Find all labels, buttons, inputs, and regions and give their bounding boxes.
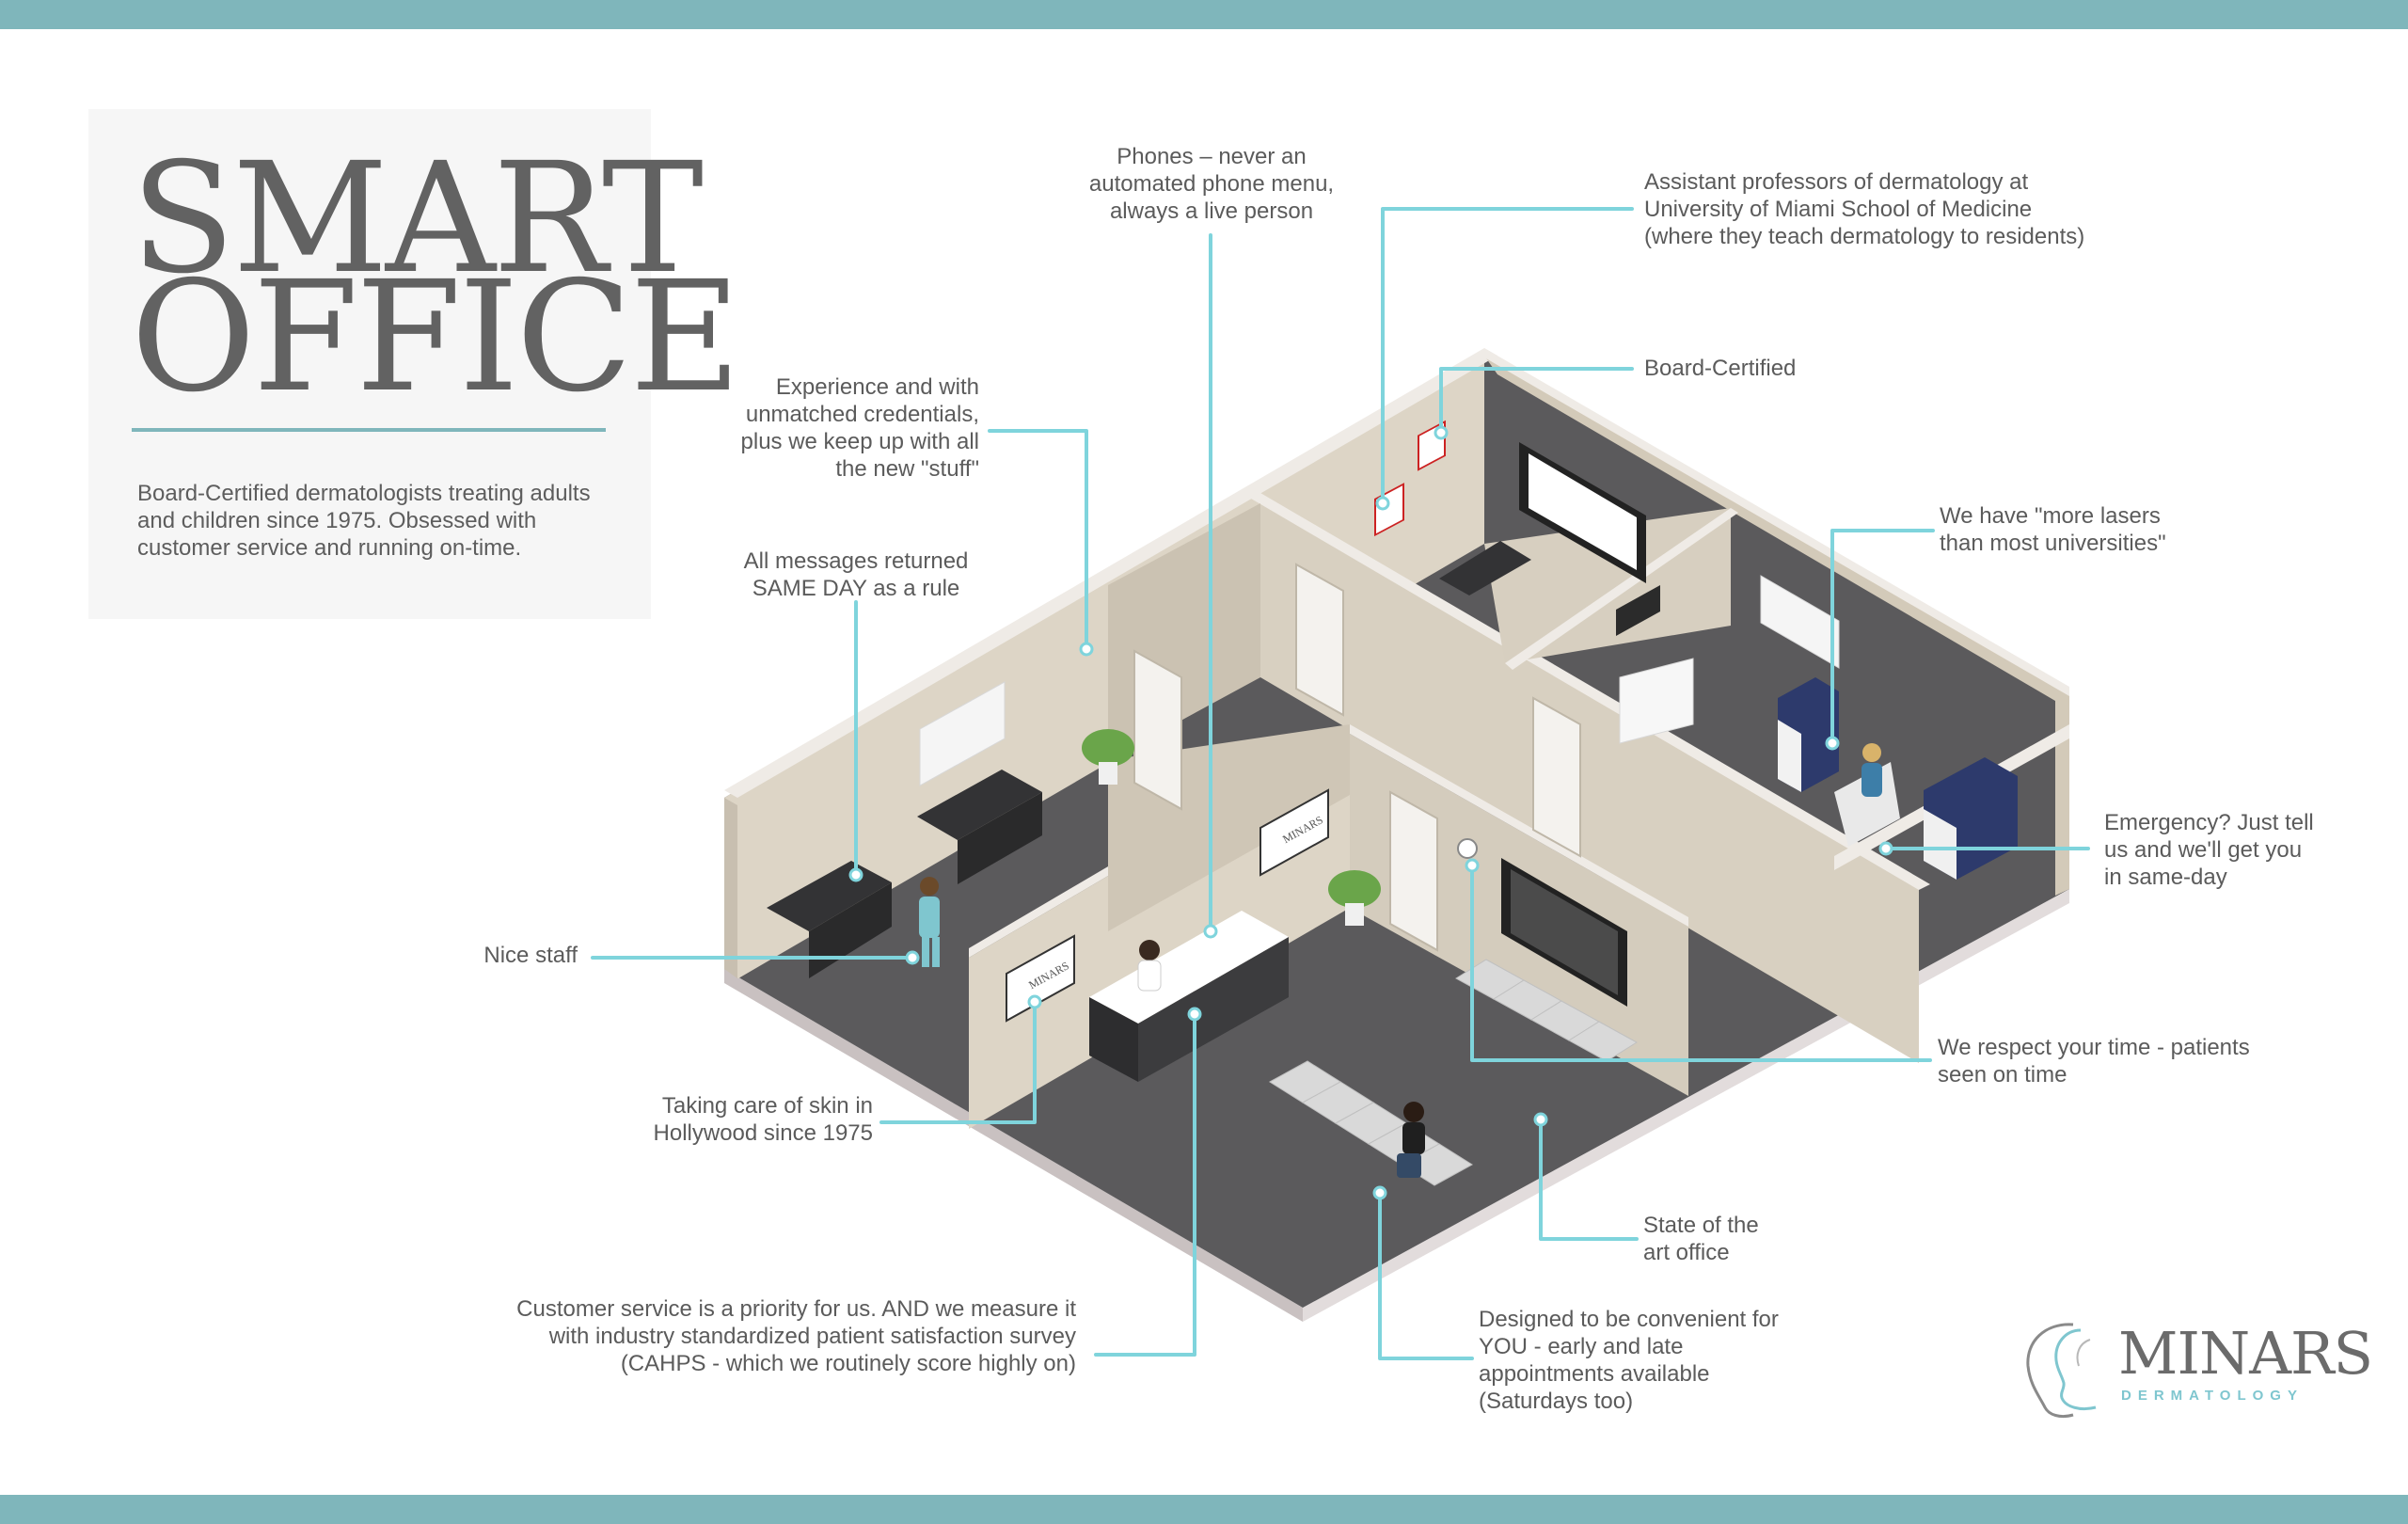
leader-customer-service (1094, 1012, 1196, 1357)
door-staff (1133, 649, 1182, 811)
plant-2 (1328, 870, 1381, 908)
tv-screen-inner (1511, 869, 1618, 995)
title-divider (132, 428, 606, 432)
bottom-band (0, 1495, 2408, 1524)
partition-wall-exam (1260, 503, 1919, 1063)
top-band (0, 0, 2408, 29)
title-card: SMART OFFICE Board-Certified dermatologi… (88, 109, 741, 619)
exam-window (1616, 585, 1660, 636)
marker-messages (848, 867, 863, 882)
title-description: Board-Certified dermatologists treating … (137, 481, 591, 561)
leader-state-of-art (1539, 1118, 1639, 1241)
partition-wall-office2 (1505, 508, 1738, 670)
wall-sign-lobby (1006, 934, 1075, 1023)
floor-slab-left-edge (724, 969, 1303, 1322)
wall-sign-waiting (1259, 788, 1329, 877)
waiting-patient (1397, 1102, 1425, 1178)
door-lobby (1389, 790, 1438, 952)
callout-board-certified: Board-Certified (1644, 356, 1797, 381)
exam-chair (1834, 762, 1900, 847)
leader-board-certified (1439, 367, 1634, 435)
partition-wall-exam-top (1251, 493, 1930, 890)
plant-1-pot (1099, 762, 1117, 785)
back-wall-right-top (1484, 348, 2069, 696)
logo-subtitle: DERMATOLOGY (2121, 1388, 2304, 1404)
waiting-chairs-right (1455, 959, 1638, 1062)
marker-experience (1079, 642, 1094, 657)
leader-respect-time (1470, 864, 1932, 1062)
marker-emergency (1878, 841, 1893, 856)
marker-convenient (1372, 1185, 1387, 1200)
back-wall-left (724, 356, 1484, 978)
logo-wordmark: MINARS (2118, 1319, 2373, 1388)
shelf-1 (919, 681, 1006, 786)
leader-lasers (1830, 529, 1935, 745)
receptionist (1137, 940, 1162, 992)
back-wall-left-top (724, 348, 1497, 798)
laser-machine-front (1778, 720, 1801, 792)
staff-desk-2-side (958, 792, 1042, 884)
marker-phones (1203, 924, 1218, 939)
leader-convenient (1378, 1191, 1474, 1360)
plant-2-pot (1345, 903, 1364, 926)
face-profile-icon (2026, 1323, 2097, 1419)
marker-hollywood (1027, 994, 1042, 1009)
office-desk (1439, 541, 1531, 595)
door-exam (1532, 696, 1581, 858)
marker-nice-staff (905, 950, 920, 965)
staff-desk-1-side (809, 882, 892, 978)
marker-professors (1375, 496, 1390, 511)
exam-patient (1861, 743, 1882, 797)
office-window-glass (1529, 453, 1637, 570)
nurse (919, 877, 940, 967)
shelf-2 (1760, 575, 1840, 669)
reception-desk-front (1089, 997, 1138, 1082)
title-line-1: SMART (131, 131, 704, 308)
partition-wall-office (1484, 508, 1731, 663)
shelf-3 (1619, 658, 1694, 744)
leader-professors (1381, 207, 1634, 505)
leader-hollywood (879, 1000, 1037, 1124)
marker-customer-service (1187, 1007, 1202, 1022)
reception-desk-top (1089, 911, 1289, 1024)
back-wall-left-shade (724, 798, 737, 978)
plant-1 (1082, 729, 1134, 767)
minars-logo: MINARS DERMATOLOGY (2007, 1317, 2373, 1422)
marker-lasers (1825, 736, 1840, 751)
callout-nice-staff: Nice staff (483, 943, 578, 968)
callout-customer-service: Customer service is a priority for us. A… (516, 1296, 1076, 1376)
marker-state-of-art (1533, 1112, 1548, 1127)
marker-respect-time (1465, 858, 1480, 873)
partition-wall-waiting-top (1350, 724, 1688, 927)
door-office (1295, 563, 1344, 717)
exam-cart-front (1924, 809, 1956, 880)
leader-experience (988, 429, 1088, 651)
reception-desk-side (1138, 937, 1289, 1082)
wall-clock (1457, 838, 1478, 859)
staff-desk-2 (917, 770, 1042, 840)
marker-board-certified (1434, 425, 1449, 440)
